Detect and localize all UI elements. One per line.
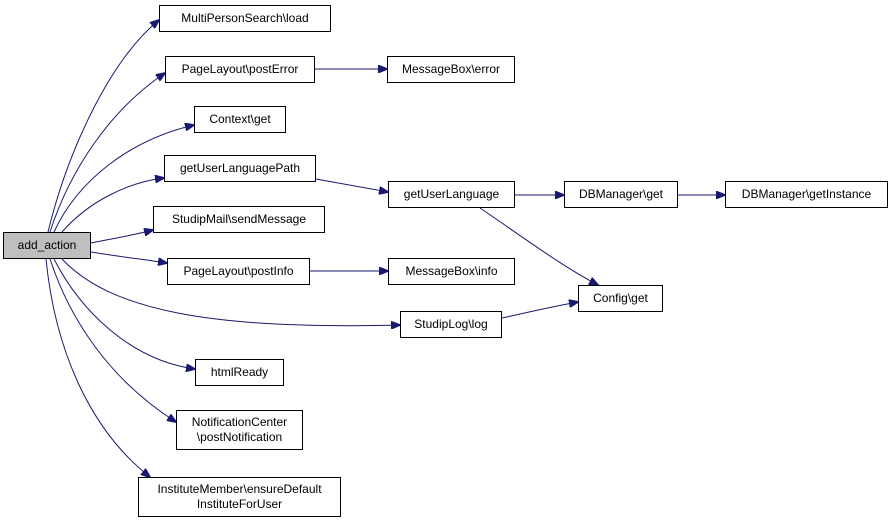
node-label: getUserLanguagePath [180, 161, 300, 176]
node-label-line: PageLayout\postError [181, 62, 299, 76]
node-label-line: add_action [17, 238, 77, 252]
node-sl-log[interactable]: StudipLog\log [400, 311, 502, 338]
node-label: MessageBox\error [402, 62, 500, 77]
edge-add-action-to-mps-load [47, 20, 159, 233]
edge-add-action-to-sl-log [61, 258, 400, 326]
node-add-action: add_action [3, 232, 91, 259]
node-label-line: DBManager\getInstance [741, 187, 872, 201]
node-label-line: htmlReady [210, 365, 269, 379]
edge-add-action-to-sm-sendMessage [90, 230, 153, 244]
node-label-line: getUserLanguage [403, 187, 500, 201]
edge-add-action-to-pl-postError [49, 73, 165, 233]
node-label-line: Config\get [593, 291, 648, 305]
node-mb-info[interactable]: MessageBox\info [388, 258, 515, 285]
node-label-line: DBManager\get [578, 187, 664, 201]
node-label: NotificationCenter\postNotification [192, 415, 287, 445]
node-nc-postnotification[interactable]: NotificationCenter\postNotification [176, 410, 303, 450]
node-pl-posterror[interactable]: PageLayout\postError [165, 56, 315, 83]
node-label: getUserLanguage [404, 187, 499, 202]
node-label-line: NotificationCenter [191, 415, 288, 429]
node-label-line: MessageBox\error [401, 62, 501, 76]
node-label-line: InstituteForUser [196, 497, 283, 511]
node-label: StudipMail\sendMessage [172, 212, 306, 227]
node-label: PageLayout\postInfo [183, 264, 293, 279]
edge-add-action-to-getUserLanguagePath [61, 178, 164, 233]
node-label: add_action [18, 238, 77, 253]
node-mps-load[interactable]: MultiPersonSearch\load [159, 5, 331, 32]
node-context-get[interactable]: Context\get [194, 106, 286, 133]
edge-getUserLanguage-to-config-get [479, 207, 598, 285]
node-label: Config\get [593, 291, 648, 306]
node-label-line: MultiPersonSearch\load [181, 11, 309, 25]
node-label-line: InstituteMember\ensureDefault [157, 482, 322, 496]
edge-add-action-to-context-get [53, 125, 194, 233]
node-label: MessageBox\info [405, 264, 497, 279]
node-label-line: PageLayout\postInfo [183, 264, 294, 278]
node-mb-error[interactable]: MessageBox\error [387, 56, 515, 83]
node-label: DBManager\get [579, 187, 663, 202]
node-label-line: Context\get [209, 112, 271, 126]
node-pl-postinfo[interactable]: PageLayout\postInfo [167, 258, 310, 285]
edge-add-action-to-htmlReady [53, 258, 195, 369]
node-label: StudipLog\log [414, 317, 487, 332]
edge-add-action-to-nc-postNotification [49, 258, 176, 422]
node-label: htmlReady [211, 365, 268, 380]
node-label-line: StudipLog\log [414, 317, 488, 331]
node-label: Context\get [209, 112, 270, 127]
node-htmlready[interactable]: htmlReady [195, 359, 284, 386]
node-label: PageLayout\postError [182, 62, 299, 77]
node-label-line: \postNotification [196, 430, 283, 444]
node-label: MultiPersonSearch\load [181, 11, 308, 26]
edge-getUserLanguagePath-to-getUserLanguage [315, 178, 388, 192]
node-label-line: getUserLanguagePath [179, 161, 301, 175]
node-dbm-get[interactable]: DBManager\get [564, 181, 678, 208]
edge-add-action-to-pl-postInfo [90, 251, 167, 263]
node-label-line: StudipMail\sendMessage [171, 212, 307, 226]
node-getuserlanguagepath[interactable]: getUserLanguagePath [164, 155, 316, 182]
node-label: DBManager\getInstance [742, 187, 871, 202]
node-label-line: MessageBox\info [405, 264, 498, 278]
node-config-get[interactable]: Config\get [578, 285, 663, 312]
edge-sl-log-to-config-get [501, 302, 578, 319]
node-sm-sendmessage[interactable]: StudipMail\sendMessage [153, 206, 325, 233]
edge-add-action-to-im-ensureDefault [45, 258, 150, 477]
node-getuserlanguage[interactable]: getUserLanguage [388, 181, 515, 208]
node-dbm-getinstance[interactable]: DBManager\getInstance [725, 181, 888, 208]
